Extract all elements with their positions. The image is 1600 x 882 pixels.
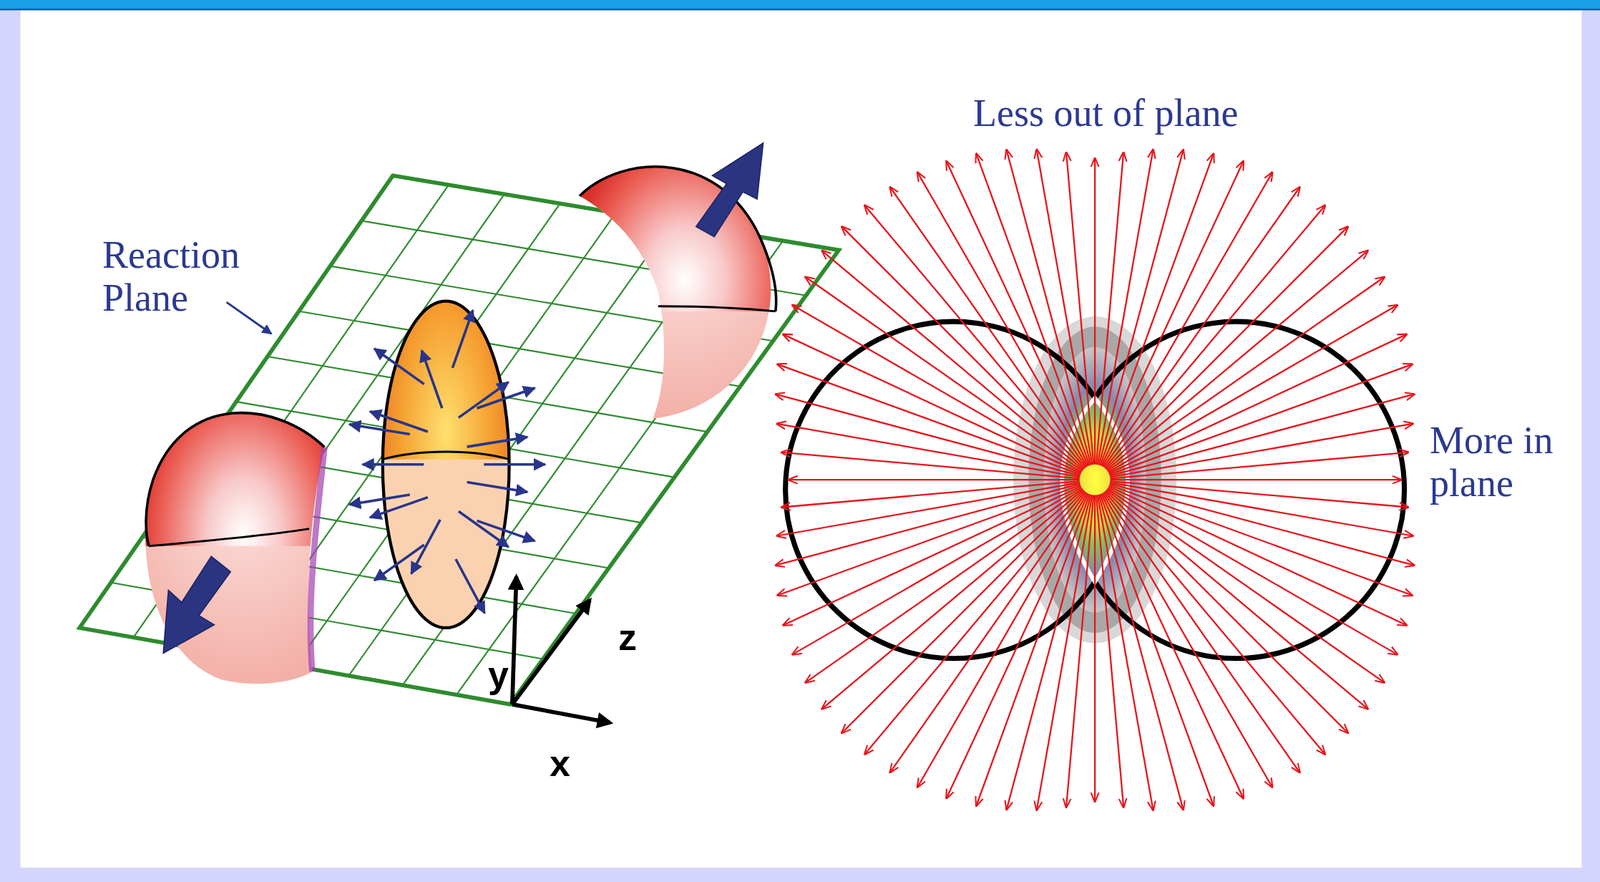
emission-arrow <box>1104 205 1326 468</box>
emission-arrow <box>1097 149 1154 465</box>
emission-arrow <box>1036 149 1093 465</box>
emission-arrow <box>777 482 1080 536</box>
emission-arrow <box>1109 423 1413 478</box>
emission-arrow <box>1109 480 1409 507</box>
axis-label: x <box>549 744 571 782</box>
emission-arrow <box>792 487 1082 655</box>
emission-arrow <box>1096 152 1124 465</box>
flow-arrow <box>411 519 441 574</box>
axis-label: z <box>618 618 637 656</box>
emission-arrow <box>946 161 1089 466</box>
flow-arrow <box>467 481 528 492</box>
emission-arrow <box>864 491 1085 755</box>
emission-arrow <box>1104 491 1326 755</box>
direction-label: More in plane <box>1429 418 1584 506</box>
flow-arrow <box>467 436 528 447</box>
emission-arrow <box>1094 158 1096 465</box>
emission-arrow <box>775 483 1080 566</box>
flow-arrow <box>369 497 428 518</box>
emission-arrow <box>777 423 1080 478</box>
grid-line <box>348 221 672 675</box>
emission-arrow <box>1006 494 1092 810</box>
emission-arrow <box>890 492 1087 773</box>
emission-arrow <box>1103 187 1300 468</box>
emission-arrow <box>1107 276 1385 471</box>
flow-arrow <box>421 349 442 408</box>
flow-arrow <box>452 309 473 368</box>
emission-arrow <box>1066 494 1094 807</box>
emission-arrow <box>1103 492 1300 773</box>
emission-arrow <box>805 276 1083 471</box>
axis-label: y <box>488 655 509 693</box>
flow-arrow <box>362 462 425 466</box>
emission-arrow <box>788 478 1080 481</box>
emission-arrow <box>1097 494 1154 810</box>
emission-arrow <box>1109 334 1407 473</box>
emission-arrow <box>1006 149 1092 465</box>
emission-arrow <box>1094 495 1096 802</box>
emission-arrow <box>1101 493 1243 798</box>
direction-label: Less out of plane <box>973 91 1238 135</box>
flow-arrow <box>455 558 485 613</box>
emission-arrow <box>777 485 1081 596</box>
emission-arrow <box>864 205 1085 468</box>
emission-arrow <box>1107 488 1385 682</box>
emission-arrow <box>890 187 1087 468</box>
emission-arrow <box>805 488 1083 682</box>
emission-arrow <box>783 485 1082 625</box>
emission-arrow <box>1110 478 1402 481</box>
emission-arrow <box>1099 493 1213 806</box>
emission-arrow <box>1108 487 1398 655</box>
emission-arrow <box>822 250 1084 470</box>
flow-arrow <box>374 348 425 385</box>
emission-arrow <box>781 452 1080 478</box>
emission-arrow <box>1108 304 1398 472</box>
emission-arrow <box>1109 452 1409 478</box>
emission-arrow <box>1109 394 1414 476</box>
emission-arrow <box>1102 493 1273 788</box>
emission-arrow <box>1099 494 1184 810</box>
emission-arrow <box>1106 489 1369 709</box>
flow-arrow <box>483 462 546 466</box>
emission-arrow <box>1036 494 1093 810</box>
emission-arrow <box>1106 250 1369 470</box>
plane-label: Reaction Plane <box>102 233 296 320</box>
emission-arrow <box>976 153 1090 466</box>
grid-line <box>294 212 616 666</box>
emission-arrow <box>1109 364 1412 475</box>
emission-arrow <box>917 172 1087 467</box>
emission-arrow <box>1099 149 1184 465</box>
emission-arrow <box>1102 172 1273 467</box>
emission-arrow <box>917 493 1087 788</box>
emission-arrow <box>1066 152 1094 465</box>
flow-arrow <box>458 382 509 418</box>
emission-arrow <box>1109 482 1413 536</box>
emission-arrow <box>792 304 1082 472</box>
flow-arrow <box>349 494 410 505</box>
flow-arrow <box>349 424 410 435</box>
emission-arrow <box>822 489 1084 709</box>
flow-arrow <box>477 520 536 541</box>
emission-arrow <box>1096 494 1124 807</box>
emission-arrow <box>781 480 1080 507</box>
